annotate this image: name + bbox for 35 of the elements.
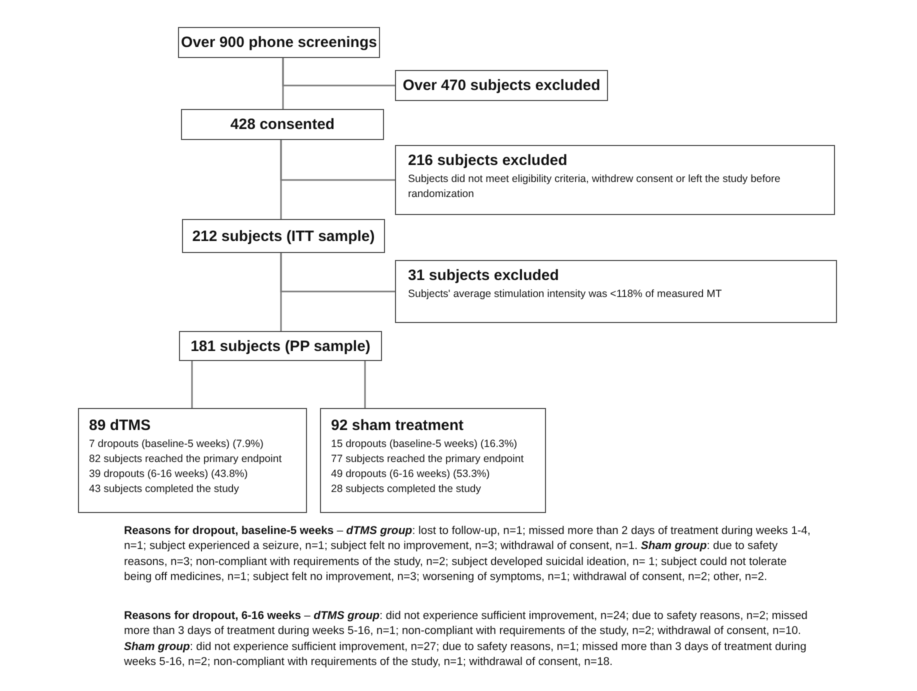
- box-heading: 89 dTMS: [89, 417, 152, 434]
- footnote-paragraph: Reasons for dropout, 6-16 weeks – dTMS group: did not experience sufficient improvement, n=24; due to safety reasons, n=2; missed more than 3 days of treatment during weeks 5-16, n=1; non-compliant with requirements of the study, n=2; withdrawal of consent, n=10. Sham group: did not experience sufficient improvement, n=27; due to safety reasons, n=1; missed more than 3 days of treatment during weeks 5-16, n=2; non-compliant with requirements of the study, n=1; withdrawal of consent, n=18.: [124, 609, 809, 670]
- box-heading: 428 consented: [230, 116, 335, 133]
- box-text: 49 dropouts (6-16 weeks) (53.3%): [331, 467, 491, 482]
- box-heading: 216 subjects excluded: [408, 152, 568, 169]
- process-box: [395, 70, 608, 101]
- box-heading: Over 470 subjects excluded: [402, 77, 600, 94]
- box-text: Subjects' average stimulation intensity was <118% of measured MT: [408, 287, 723, 302]
- connector-line: [280, 253, 395, 292]
- box-text: 39 dropouts (6-16 weeks) (43.8%): [89, 467, 249, 482]
- process-box: [182, 219, 385, 253]
- group-box: [78, 408, 307, 513]
- process-box: [178, 27, 380, 58]
- box-text: 28 subjects completed the study: [331, 482, 482, 497]
- connector-line: [280, 140, 395, 181]
- box-text: 77 subjects reached the primary endpoint: [331, 452, 525, 467]
- box-heading: Over 900 phone screenings: [181, 34, 377, 51]
- box-heading: 92 sham treatment: [331, 417, 465, 434]
- process-box: [179, 331, 382, 361]
- box-text: 82 subjects reached the primary endpoint: [89, 452, 283, 467]
- box-heading: 212 subjects (ITT sample): [192, 228, 375, 244]
- process-box: [181, 109, 384, 140]
- box-text: 43 subjects completed the study: [89, 482, 240, 497]
- exclusion-box: [395, 145, 835, 215]
- group-box: [320, 408, 546, 513]
- connector-line: [282, 58, 395, 86]
- exclusion-box: [395, 260, 837, 323]
- connector-line: [364, 361, 366, 408]
- connector-line: [191, 361, 193, 408]
- box-text: 15 dropouts (baseline-5 weeks) (16.3%): [331, 437, 518, 452]
- box-text: Subjects did not meet eligibility criteria, withdrew consent or left the study before randomization: [408, 172, 782, 202]
- footnote-paragraph: Reasons for dropout, baseline-5 weeks – dTMS group: lost to follow-up, n=1; missed more than 2 days of treatment during weeks 1-4, n=1; subject experienced a seizure, n=1; subject felt no improvement, n=3; withdrawal of consent, n=1. Sham group: due to safety reasons, n=3; non-compliant with requirements of the study, n=2; subject developed suicidal ideation, n= 1; subject could not tolerate being off medicines, n=1; subject felt no improvement, n=3; worsening of symptoms, n=1; withdrawal of consent, n=2; other, n=2.: [124, 524, 812, 586]
- box-text: 7 dropouts (baseline-5 weeks) (7.9%): [89, 437, 265, 452]
- box-heading: 181 subjects (PP sample): [190, 338, 370, 354]
- box-heading: 31 subjects excluded: [408, 267, 560, 284]
